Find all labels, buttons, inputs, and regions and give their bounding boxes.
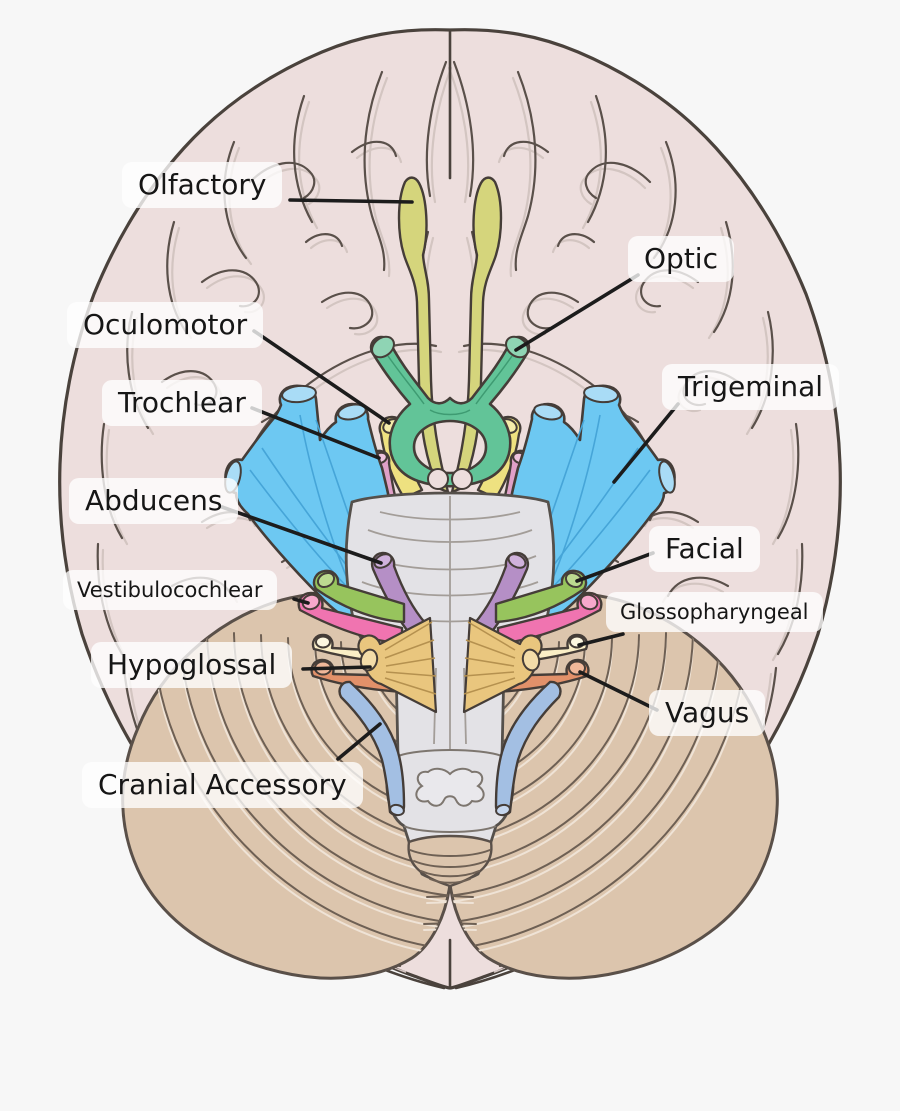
label-vestibulocochlear: Vestibulocochlear (63, 570, 277, 611)
trochlear-pointer-line (250, 406, 381, 460)
label-optic: Optic (628, 236, 734, 283)
optic-cut-end (505, 335, 529, 359)
oculomotor-pointer-line (252, 329, 391, 425)
mammillary-body (451, 468, 473, 490)
hypoglossal-pointer-line (301, 665, 372, 671)
label-facial: Facial (649, 526, 760, 573)
label-olfactory: Olfactory (122, 162, 283, 209)
mammillary-body (427, 468, 449, 490)
label-oculomotor: Oculomotor (67, 302, 264, 349)
facial-pointer-line (575, 551, 655, 583)
label-hypoglossal: Hypoglossal (91, 642, 293, 689)
abducens-pointer-line (220, 505, 383, 565)
label-trigeminal: Trigeminal (662, 364, 840, 411)
cerebellum-vermis (407, 834, 493, 888)
vagus-pointer-line (578, 670, 659, 712)
vestibulocochlear-pointer-line (292, 597, 310, 605)
glossopharyngeal-pointer-line (577, 632, 625, 647)
olfactory-pointer-line (288, 198, 414, 204)
spinal-cord-butterfly (415, 767, 485, 807)
optic-pointer-line (514, 273, 640, 352)
label-vagus: Vagus (649, 690, 766, 737)
optic-chiasm (369, 335, 531, 490)
label-cranial-accessory: Cranial Accessory (82, 762, 363, 809)
trigeminal-pointer-line (612, 402, 680, 484)
label-glossopharyngeal: Glossopharyngeal (606, 592, 823, 633)
optic-cut-end (371, 335, 395, 359)
label-abducens: Abducens (69, 478, 239, 525)
label-trochlear: Trochlear (102, 380, 262, 427)
cranial-accessory-pointer-line (336, 722, 382, 761)
